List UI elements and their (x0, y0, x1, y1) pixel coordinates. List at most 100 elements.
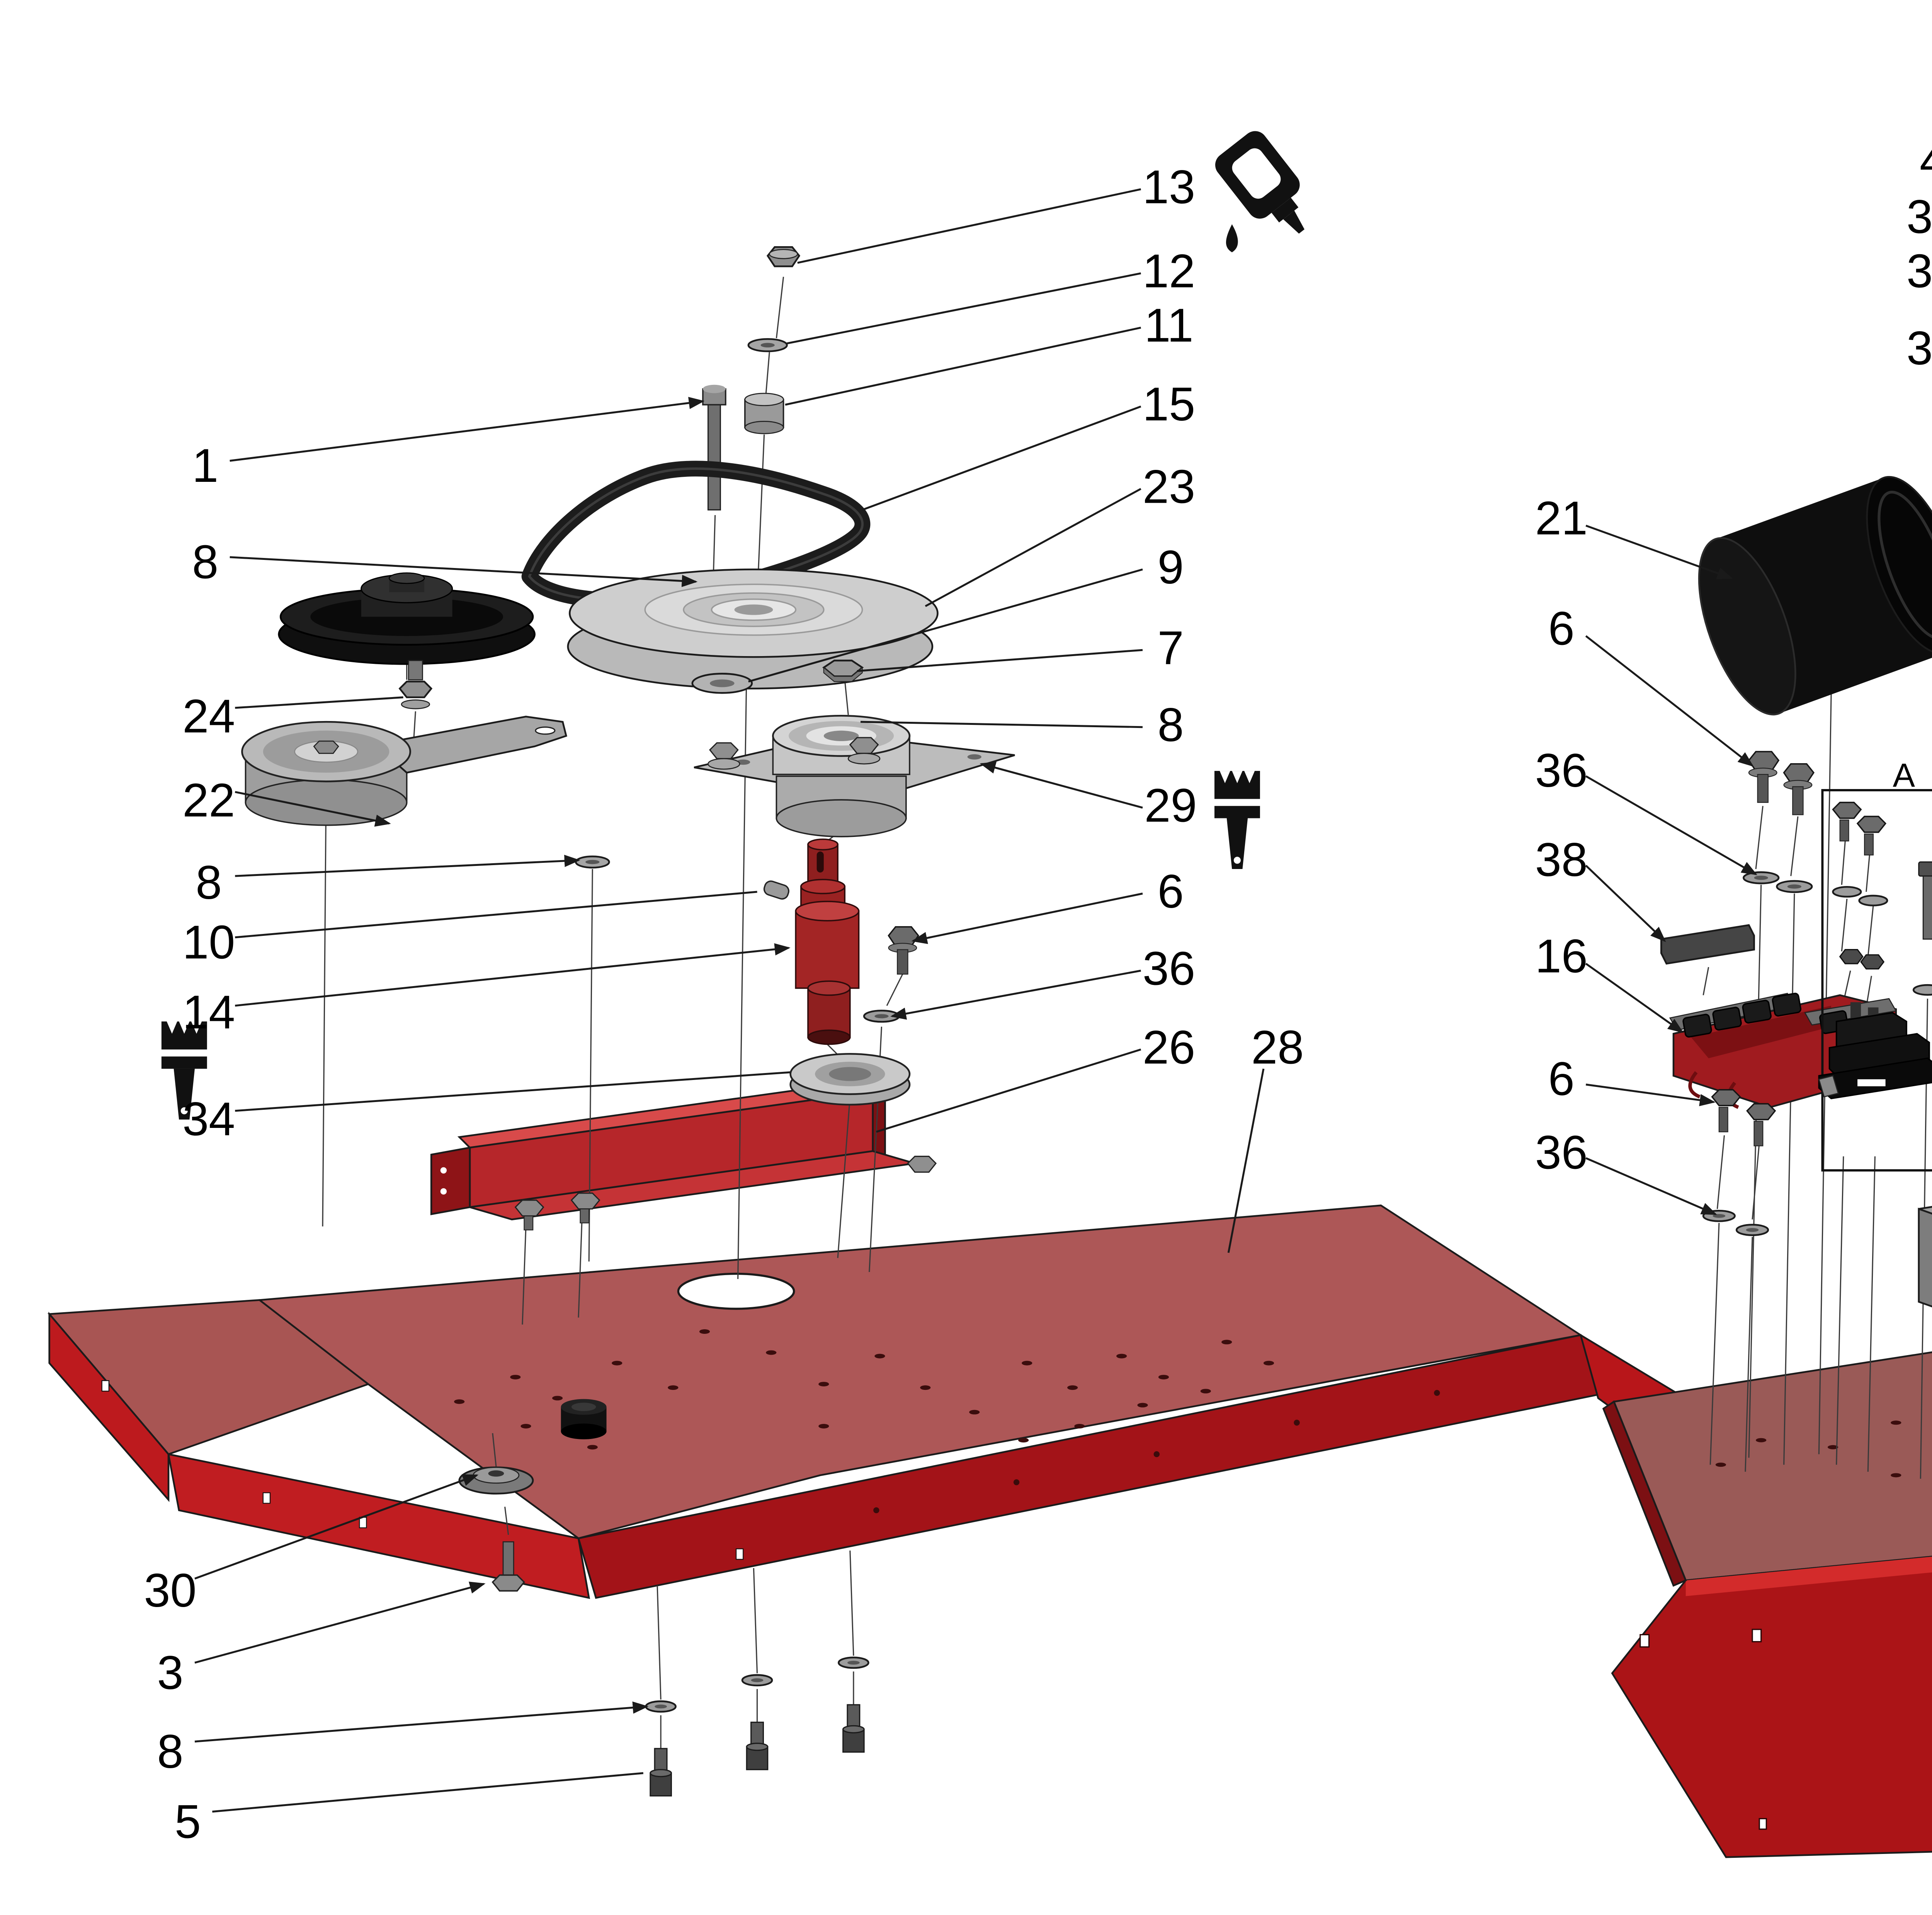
callout-label-3: 3 (157, 1646, 184, 1699)
base-plate (1602, 1351, 1932, 1858)
callout-label-8: 8 (192, 535, 218, 588)
deck-slots (101, 1380, 744, 1560)
assembly-centerlines-right (1702, 694, 1929, 1479)
plate-holes (1715, 1420, 1901, 1478)
callout-label-1: 1 (192, 439, 218, 492)
shaft-key (763, 880, 789, 900)
ball-bearing (789, 1053, 911, 1106)
top-nut (766, 246, 801, 267)
wall-bolt (514, 1199, 544, 1231)
callout-label-32: 32 (1906, 245, 1932, 298)
callout-label-6: 6 (1548, 602, 1575, 655)
leader-line-15 (862, 405, 1141, 511)
washers-36-upper (1743, 871, 1813, 893)
callout-label-34: 34 (182, 1092, 235, 1145)
washer-9 (691, 673, 753, 694)
socket-screw-5-row (650, 1704, 865, 1797)
detail-box-contents (1818, 801, 1932, 1099)
callout-label-7: 7 (1158, 621, 1184, 674)
paint-brush-icon-right (1214, 771, 1260, 869)
hex-bolt-6b (1783, 763, 1815, 815)
paint-brush-icon-left (161, 1021, 207, 1120)
leader-line-1 (230, 397, 705, 462)
leader-line-6 (1585, 635, 1754, 767)
leader-line-23 (925, 488, 1141, 607)
callout-label-9: 9 (1158, 541, 1184, 594)
hex-bolt-6 (888, 926, 919, 975)
callout-label-8: 8 (1158, 698, 1184, 751)
callout-label-6: 6 (1158, 865, 1184, 918)
assembly-centerlines-left (322, 277, 903, 1749)
leader-line-10 (235, 891, 757, 939)
callout-label-36: 36 (1143, 942, 1195, 995)
spacer-bushing (744, 393, 784, 434)
detail-box-a (1821, 789, 1932, 1172)
spindle-shaft (795, 838, 860, 1045)
leader-line-8 (230, 556, 698, 587)
leader-line-9 (748, 568, 1143, 683)
leader-line-13 (797, 188, 1141, 264)
leader-line-21 (1585, 524, 1733, 579)
leader-line-14 (235, 943, 791, 1007)
bearing-housing (694, 714, 1015, 837)
hex-bolt-3 (492, 1541, 525, 1592)
callout-label-35: 35 (1906, 190, 1932, 243)
callout-label-11: 11 (1145, 299, 1194, 352)
wall-nut (907, 1156, 937, 1173)
callout-label-5: 5 (175, 1795, 201, 1848)
callout-label-12: 12 (1143, 245, 1195, 298)
deck-spindle-hole (677, 1272, 795, 1310)
callout-label-37: 37 (1906, 321, 1932, 374)
leader-line-8 (194, 1701, 649, 1743)
leader-line-5 (212, 1772, 644, 1813)
rubber-foot (561, 1399, 607, 1439)
callout-label-4: 4 (1920, 134, 1932, 187)
spindle-pulley (567, 568, 939, 690)
callout-label-24: 24 (182, 689, 235, 742)
leader-line-36 (890, 969, 1141, 1020)
leader-line-6 (911, 893, 1143, 944)
detail-box-label: A (1893, 757, 1920, 794)
hex-bolt-6d (1746, 1103, 1776, 1146)
leader-line-3 (194, 1582, 486, 1664)
deck-plate (48, 1204, 1778, 1599)
washers-36-lower (1702, 1209, 1769, 1236)
leader-line-22 (235, 791, 391, 827)
callout-label-26: 26 (1143, 1020, 1195, 1073)
callout-label-22: 22 (182, 774, 235, 827)
hex-nut-7 (822, 660, 864, 682)
leader-line-8 (235, 855, 580, 877)
callout-label-29: 29 (1145, 779, 1197, 832)
hex-bolt-6c (1711, 1089, 1741, 1133)
leader-line-28 (1227, 1068, 1265, 1253)
callout-label-10: 10 (182, 915, 235, 968)
leader-line-26 (876, 1048, 1141, 1133)
callout-label-13: 13 (1143, 160, 1195, 213)
callout-label-21: 21 (1535, 492, 1588, 544)
leader-line-7 (857, 649, 1143, 672)
washer-8c (575, 855, 610, 869)
right-exploded-view (1602, 476, 1932, 1858)
flange-bolt (847, 737, 881, 765)
leader-line-36 (1585, 1157, 1717, 1215)
callout-label-36: 36 (1535, 1126, 1588, 1179)
glue-bottle-icon (1215, 131, 1304, 252)
rubber-roller (1698, 476, 1932, 716)
callout-label-23: 23 (1143, 460, 1195, 513)
top-washer (747, 338, 788, 352)
callout-label-8: 8 (157, 1725, 184, 1778)
callout-label-30: 30 (144, 1564, 196, 1617)
small-pulley (278, 572, 536, 709)
callout-label-38: 38 (1535, 833, 1588, 886)
leader-line-36 (1585, 775, 1758, 875)
leader-line-6 (1585, 1083, 1716, 1106)
callout-label-28: 28 (1251, 1020, 1304, 1073)
long-bolt (702, 384, 726, 511)
pcb-tray (1918, 1206, 1932, 1308)
leader-line-29 (980, 762, 1143, 809)
leader-line-16 (1585, 963, 1684, 1033)
leader-line-34 (235, 1071, 791, 1112)
left-exploded-view (48, 246, 1778, 1797)
hex-bolt-6a (1748, 751, 1780, 803)
flange-bolt (707, 742, 740, 770)
